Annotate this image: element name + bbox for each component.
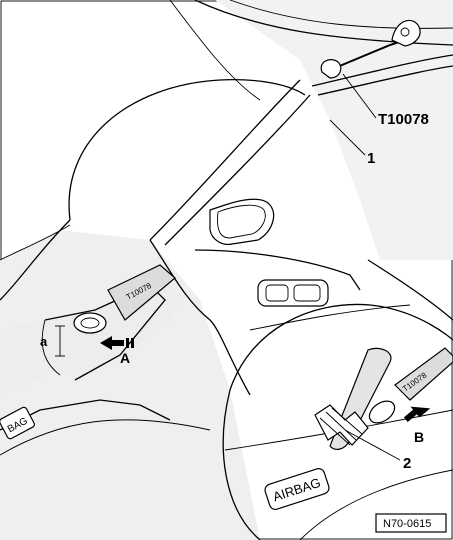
- leader-tool: [342, 73, 377, 119]
- trim-strip-edge-b: [311, 54, 453, 87]
- zoom-circle-left-side: [0, 219, 71, 301]
- air-vent: [257, 279, 329, 307]
- tool-handle-hole: [400, 27, 410, 37]
- steering-wheel-arc: [149, 239, 251, 396]
- figure-id-box: [375, 513, 447, 533]
- zoom-circle-right-side: [222, 389, 261, 540]
- air-vent-slot-2: [293, 284, 321, 302]
- roof-line-2: [229, 0, 453, 29]
- steering-trim-lower-2: [0, 419, 211, 456]
- dash-right-edge: [367, 259, 453, 321]
- arrow-a-tick-1: [126, 338, 129, 348]
- callout-part2: 2: [403, 455, 411, 472]
- tool-eyelet-left: [73, 312, 107, 334]
- tool-eyelet-right: [368, 400, 396, 424]
- clip-ribs: [319, 407, 363, 446]
- trim-strip-edge-c: [317, 65, 453, 96]
- zoom-circle-right-top: [229, 303, 453, 391]
- dim-label-a: a: [40, 334, 48, 349]
- tool-handle: [391, 19, 421, 47]
- tool-blade-right: [394, 347, 453, 401]
- trim-strip-edge-d: [164, 94, 311, 246]
- arrow-b-icon: [403, 406, 431, 423]
- tool-tip: [320, 59, 342, 79]
- mirror-glass: [217, 204, 266, 239]
- arrow-a-icon: [100, 336, 124, 350]
- mirror-housing: [209, 198, 275, 245]
- arrow-a-tick-2: [131, 338, 134, 348]
- tool-eyelet-hole-left: [80, 317, 100, 329]
- airbag-badge-side: [0, 406, 35, 440]
- callout-part1: 1: [367, 150, 375, 167]
- zoom-circle-left-top: [68, 79, 306, 221]
- bg-shade-left: [0, 230, 260, 540]
- airbag-badge-main: [264, 468, 330, 510]
- trim-gap-line: [41, 319, 61, 376]
- tool-blade-left: [107, 264, 176, 321]
- zoom-right-trim-line-2: [299, 469, 453, 540]
- arrow-a-label: A: [120, 350, 130, 366]
- steering-edge: [0, 224, 71, 261]
- air-vent-slot-1: [265, 284, 289, 302]
- callout-tool: T10078: [378, 111, 429, 128]
- leader-part2: [344, 429, 401, 461]
- pillar-edge: [169, 0, 261, 101]
- trim-strip-edge-a: [149, 79, 301, 241]
- dash-top-line: [194, 249, 361, 291]
- dash-lower-line: [249, 304, 411, 331]
- leader-part1: [329, 119, 366, 156]
- arrow-b-label: B: [414, 429, 424, 445]
- trim-piece-left-fill: [0, 285, 180, 395]
- figure-id: N70-0615: [383, 518, 431, 530]
